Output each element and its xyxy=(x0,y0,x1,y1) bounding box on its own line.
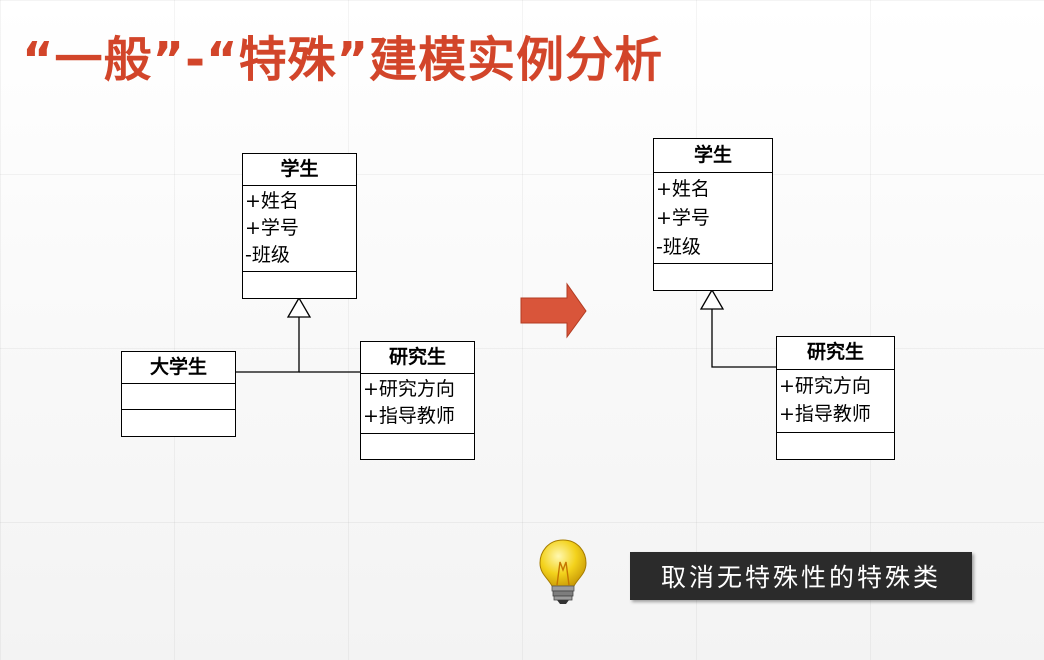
generalization-line-undergrad xyxy=(236,316,300,373)
attribute-list: +研究方向 +指导教师 xyxy=(777,370,894,433)
attribute: +学号 xyxy=(656,207,710,229)
class-undergrad: 大学生 xyxy=(121,351,236,437)
caption-box: 取消无特殊性的特殊类 xyxy=(630,552,972,600)
class-name: 学生 xyxy=(243,154,356,186)
inheritance-triangle-left xyxy=(286,296,312,318)
attribute: +研究方向 xyxy=(363,378,455,400)
class-graduate-left: 研究生 +研究方向 +指导教师 xyxy=(360,341,475,460)
page-title: “一般”-“特殊”建模实例分析 xyxy=(22,32,664,88)
class-name: 学生 xyxy=(654,139,772,173)
attribute: +姓名 xyxy=(245,190,299,212)
class-graduate-right: 研究生 +研究方向 +指导教师 xyxy=(776,336,895,460)
attribute: +研究方向 xyxy=(779,375,871,397)
attribute-list xyxy=(122,384,235,410)
lightbulb-icon xyxy=(539,539,587,604)
class-student-left: 学生 +姓名 +学号 -班级 xyxy=(242,153,357,299)
right-arrow-icon xyxy=(520,282,587,339)
attribute: +指导教师 xyxy=(779,403,871,425)
class-name: 大学生 xyxy=(122,352,235,384)
attribute: -班级 xyxy=(245,244,290,266)
attribute-list: +姓名 +学号 -班级 xyxy=(243,186,356,272)
inheritance-triangle-right xyxy=(699,288,725,310)
attribute: +指导教师 xyxy=(363,405,455,427)
class-name: 研究生 xyxy=(361,342,474,374)
attribute: +姓名 xyxy=(656,178,710,200)
generalization-line-graduate-right xyxy=(711,309,777,368)
class-student-right: 学生 +姓名 +学号 -班级 xyxy=(653,138,773,291)
attribute-list: +研究方向 +指导教师 xyxy=(361,374,474,434)
attribute: +学号 xyxy=(245,217,299,239)
attribute: -班级 xyxy=(656,236,701,258)
attribute-list: +姓名 +学号 -班级 xyxy=(654,173,772,264)
class-name: 研究生 xyxy=(777,337,894,370)
